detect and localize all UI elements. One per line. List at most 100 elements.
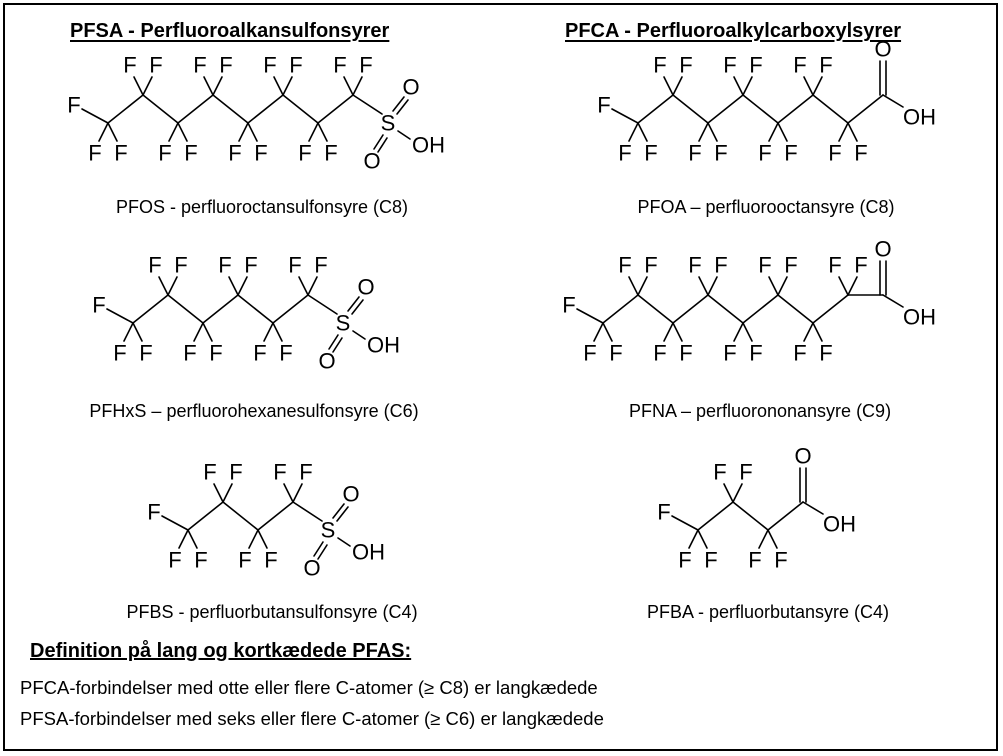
fluorine-bond <box>158 276 169 296</box>
hydroxyl-group: OH <box>412 133 445 158</box>
fluorine-atom: F <box>758 141 771 166</box>
fluorine-bond <box>283 483 294 503</box>
fluorine-atom: F <box>238 548 251 573</box>
fluorine-bond <box>611 108 639 124</box>
fluorine-atom: F <box>92 293 105 318</box>
carbon-bond <box>697 501 734 531</box>
fluorine-atom: F <box>713 460 726 485</box>
fluorine-bond <box>238 122 249 142</box>
fluorine-atom: F <box>644 141 657 166</box>
fluorine-atom: F <box>288 253 301 278</box>
fluorine-atom: F <box>299 460 312 485</box>
carbon-bond <box>767 501 804 531</box>
fluorine-bond <box>812 322 823 342</box>
fluorine-atom: F <box>653 53 666 78</box>
fluorine-atom: F <box>88 141 101 166</box>
fluorine-bond <box>768 276 779 296</box>
carbon-bond <box>177 94 214 124</box>
fluorine-bond <box>593 322 604 342</box>
fluorine-atom: F <box>123 53 136 78</box>
fluorine-atom: F <box>618 253 631 278</box>
hydroxyl-group: OH <box>352 540 385 565</box>
fluorine-atom: F <box>298 141 311 166</box>
fluorine-atom: F <box>854 253 867 278</box>
carbon-bond <box>282 94 319 124</box>
sulfur-oxygen-double-bond <box>328 334 339 350</box>
carbon-bond <box>707 94 744 124</box>
fluorine-bond <box>637 122 648 142</box>
carbon-bond <box>777 294 814 324</box>
fluorine-atom: F <box>749 53 762 78</box>
hydroxyl-bond <box>337 537 351 547</box>
fluorine-bond <box>697 529 708 549</box>
oxygen-atom: O <box>794 444 811 469</box>
fluorine-bond <box>838 276 849 296</box>
oxygen-atom: O <box>874 237 891 262</box>
oxygen-atom: O <box>363 149 380 174</box>
fluorine-bond <box>81 108 109 124</box>
carbon-bond <box>317 94 354 124</box>
carbon-bond <box>247 94 284 124</box>
fluorine-bond <box>777 276 788 296</box>
carbon-bond <box>672 294 709 324</box>
sulfur-oxygen-double-bond <box>347 296 360 312</box>
fluorine-atom: F <box>748 548 761 573</box>
definition-heading: Definition på lang og kortkædede PFAS: <box>30 640 412 662</box>
fluorine-atom: F <box>184 141 197 166</box>
fluorine-bond <box>203 76 214 96</box>
fluorine-bond <box>317 122 328 142</box>
fluorine-bond <box>178 529 189 549</box>
fluorine-atom: F <box>183 341 196 366</box>
fluorine-atom: F <box>324 141 337 166</box>
fluorine-bond <box>742 76 753 96</box>
definition-line-pfsa: PFSA-forbindelser med seks eller flere C… <box>20 708 604 729</box>
fluorine-bond <box>248 529 259 549</box>
fluorine-bond <box>672 322 683 342</box>
fluorine-atom: F <box>273 460 286 485</box>
fluorine-bond <box>803 322 814 342</box>
fluorine-bond <box>228 276 239 296</box>
fluorine-atom: F <box>193 53 206 78</box>
fluorine-atom: F <box>723 53 736 78</box>
hydroxyl-group: OH <box>903 305 936 330</box>
sulfur-oxygen-double-bond <box>332 503 345 519</box>
fluorine-bond <box>132 322 143 342</box>
fluorine-bond <box>777 122 788 142</box>
carbon-bond <box>222 501 259 531</box>
fluorine-bond <box>161 515 189 531</box>
fluorine-atom: F <box>149 53 162 78</box>
fluorine-bond <box>768 122 779 142</box>
sulfur-oxygen-double-bond <box>336 506 349 522</box>
fluorine-bond <box>688 529 699 549</box>
carbon-bond <box>202 294 239 324</box>
fluorine-bond <box>307 276 318 296</box>
fluorine-bond <box>273 76 284 96</box>
hydroxyl-group: OH <box>903 105 936 130</box>
fluorine-atom: F <box>174 253 187 278</box>
fluorine-bond <box>732 483 743 503</box>
fluorine-bond <box>106 308 134 324</box>
fluorine-bond <box>707 276 718 296</box>
carbon-bond <box>847 94 884 124</box>
fluorine-bond <box>222 483 233 503</box>
fluorine-bond <box>282 76 293 96</box>
fluorine-atom: F <box>714 141 727 166</box>
fluorine-atom: F <box>114 141 127 166</box>
sulfur-oxygen-double-bond <box>332 337 343 353</box>
oxygen-atom: O <box>342 482 359 507</box>
sulfur-atom: S <box>336 311 351 336</box>
fluorine-atom: F <box>679 341 692 366</box>
pfbs-caption: PFBS - perfluorbutansulfonsyre (C4) <box>126 602 418 622</box>
fluorine-atom: F <box>784 253 797 278</box>
fluorine-bond <box>847 276 858 296</box>
fluorine-bond <box>767 529 778 549</box>
fluorine-atom: F <box>749 341 762 366</box>
fluorine-bond <box>292 483 303 503</box>
oxygen-atom: O <box>357 275 374 300</box>
carbon-bond <box>742 94 779 124</box>
hydroxyl-bond <box>802 501 824 515</box>
oxygen-atom: O <box>318 349 335 374</box>
